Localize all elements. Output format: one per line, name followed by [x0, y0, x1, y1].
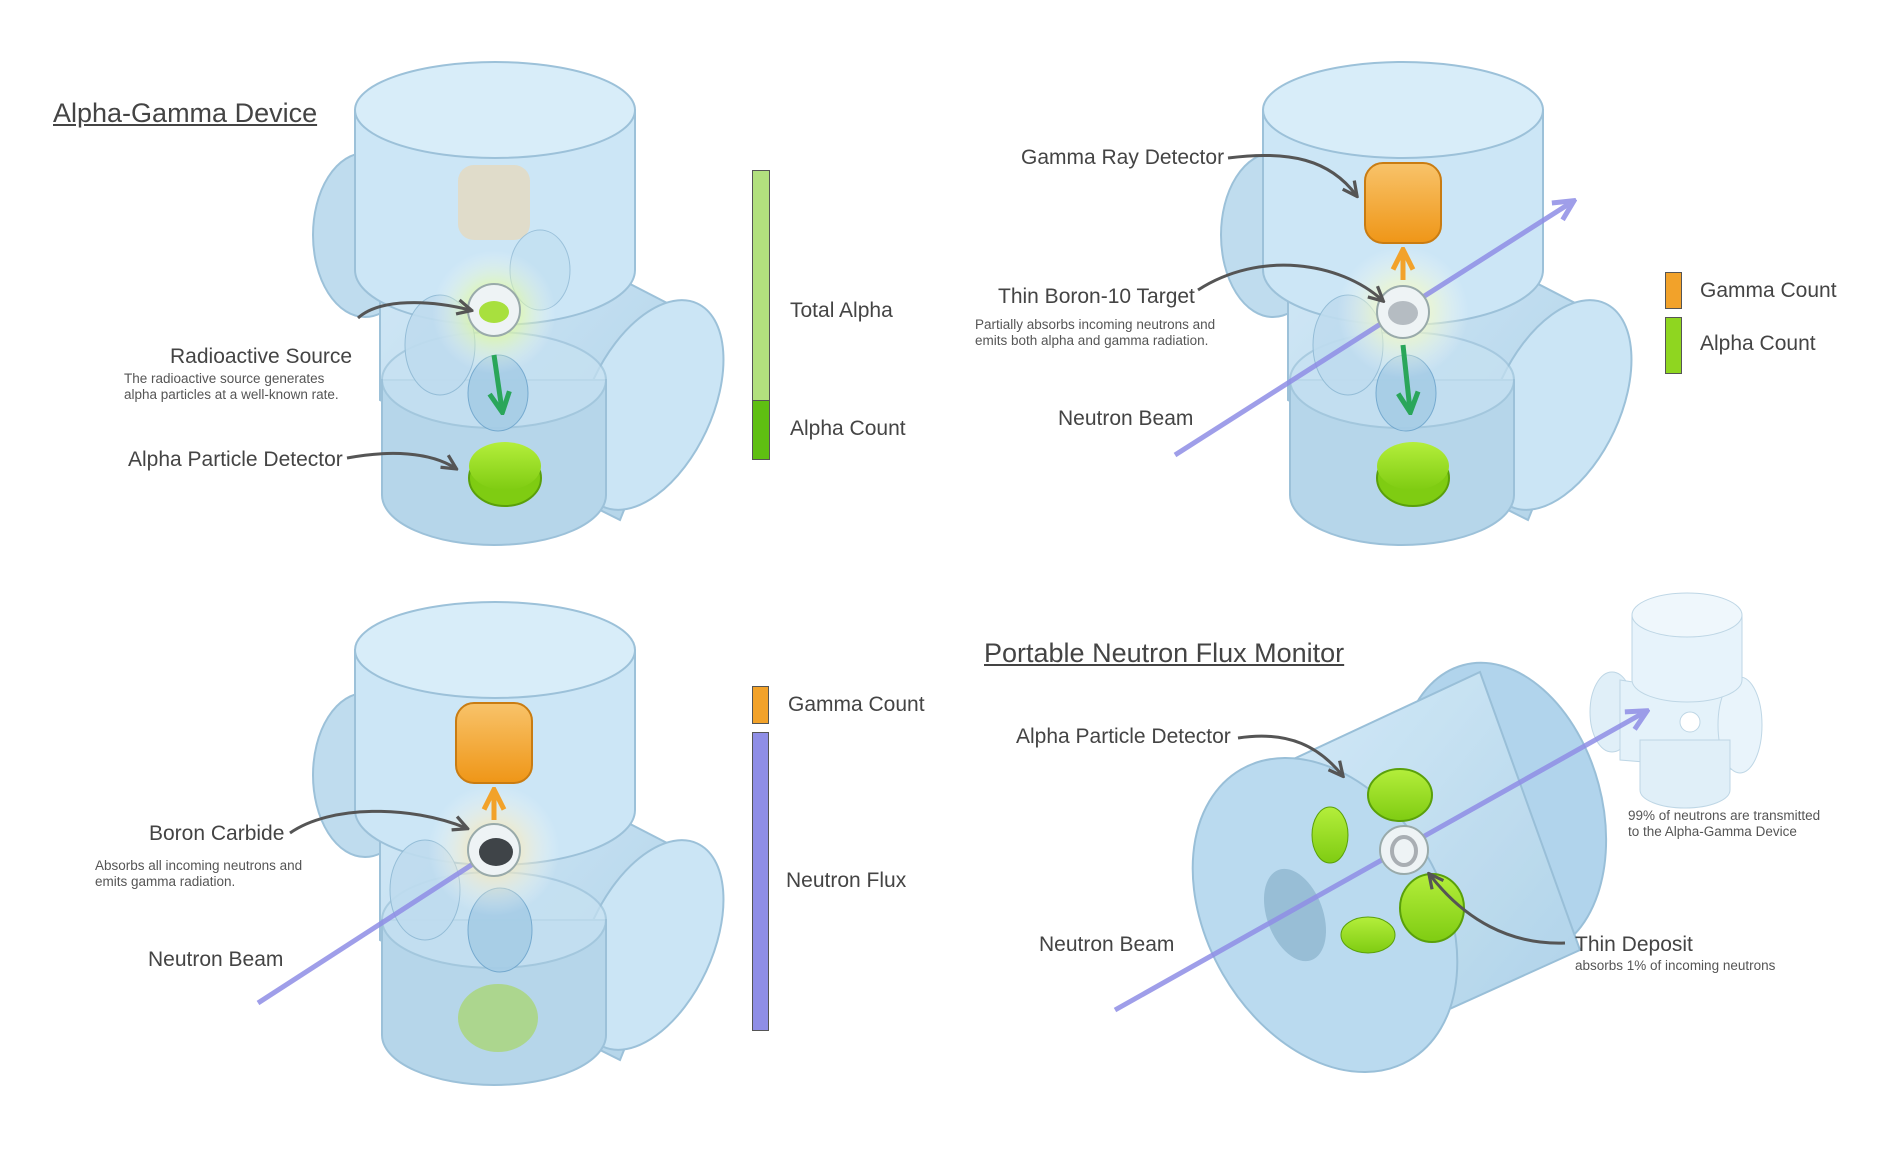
gamma-ray-detector — [1364, 162, 1442, 244]
desc-radioactive-source: The radioactive source generates alpha p… — [124, 371, 339, 402]
label-alpha-particle-detector-2: Alpha Particle Detector — [1016, 725, 1231, 748]
legend-alpha-count: Alpha Count — [790, 417, 906, 440]
leader-alpha-detector — [346, 451, 455, 468]
leader-boron-target — [1197, 263, 1382, 300]
legend-gamma-swatch — [1665, 272, 1682, 309]
legend-neutron-flux: Neutron Flux — [786, 869, 907, 892]
neutron-beam-arrow — [1173, 202, 1572, 458]
portable-monitor-art — [1113, 592, 1763, 1073]
label-radioactive-source: Radioactive Source — [170, 345, 353, 368]
legend-gamma-count-2: Gamma Count — [788, 693, 925, 716]
legend-neutron-flux-bar — [752, 732, 769, 1031]
label-neutron-beam: Neutron Beam — [1058, 407, 1194, 430]
label-thin-boron-10-target: Thin Boron-10 Target — [998, 285, 1195, 308]
legend-gamma-count: Gamma Count — [1700, 279, 1837, 302]
label-neutron-beam-2: Neutron Beam — [148, 948, 284, 971]
alpha-detector-right — [1399, 873, 1465, 943]
alpha-detector-bottom — [1340, 916, 1396, 954]
alpha-gamma-device-art — [312, 61, 725, 546]
label-thin-deposit: Thin Deposit — [1575, 933, 1693, 956]
alpha-detector-faded — [458, 984, 538, 1052]
label-gamma-ray-detector: Gamma Ray Detector — [1021, 146, 1225, 169]
leader-gamma-detector — [1227, 153, 1356, 195]
alpha-emission-arrow — [1403, 344, 1410, 410]
leader-thin-deposit — [1430, 875, 1566, 945]
neutron-beam-arrow — [1113, 712, 1645, 1013]
monitor-chamber — [1191, 661, 1608, 1073]
title-alpha-gamma-device: Alpha-Gamma Device — [53, 98, 318, 128]
gamma-detector-faded — [458, 165, 530, 240]
alpha-gamma-device-mini — [1589, 592, 1763, 809]
legend-alpha-swatch — [1665, 317, 1682, 374]
desc-transmission: 99% of neutrons are transmitted to the A… — [1628, 808, 1821, 839]
desc-thin-boron-10-target: Partially absorbs incoming neutrons and … — [975, 317, 1216, 348]
leader-radioactive-source — [356, 303, 470, 320]
leader-alpha-detector — [1237, 734, 1342, 775]
legend-total-alpha: Total Alpha — [790, 299, 893, 322]
legend-alpha-count-2: Alpha Count — [1700, 332, 1816, 355]
label-neutron-beam-3: Neutron Beam — [1039, 933, 1175, 956]
thin-deposit — [1379, 825, 1429, 875]
label-boron-carbide: Boron Carbide — [149, 822, 285, 845]
label-alpha-particle-detector: Alpha Particle Detector — [128, 448, 343, 471]
legend-alpha-count-fill — [753, 400, 769, 459]
legend-gamma-swatch-2 — [752, 686, 769, 724]
title-portable-monitor: Portable Neutron Flux Monitor — [984, 638, 1345, 668]
desc-boron-carbide: Absorbs all incoming neutrons and emits … — [95, 858, 303, 889]
legend-alpha-bar — [752, 170, 770, 460]
desc-thin-deposit: absorbs 1% of incoming neutrons — [1575, 958, 1776, 973]
alpha-detector-top — [1367, 768, 1433, 822]
alpha-detector-left — [1311, 806, 1349, 864]
alpha-emission-arrow — [494, 354, 502, 410]
boron-target-art — [1173, 61, 1633, 546]
neutron-beam-arrow — [256, 853, 490, 1006]
leader-boron-carbide — [289, 809, 466, 835]
gamma-ray-detector — [455, 702, 533, 784]
boron-carbide-art — [256, 601, 725, 1086]
